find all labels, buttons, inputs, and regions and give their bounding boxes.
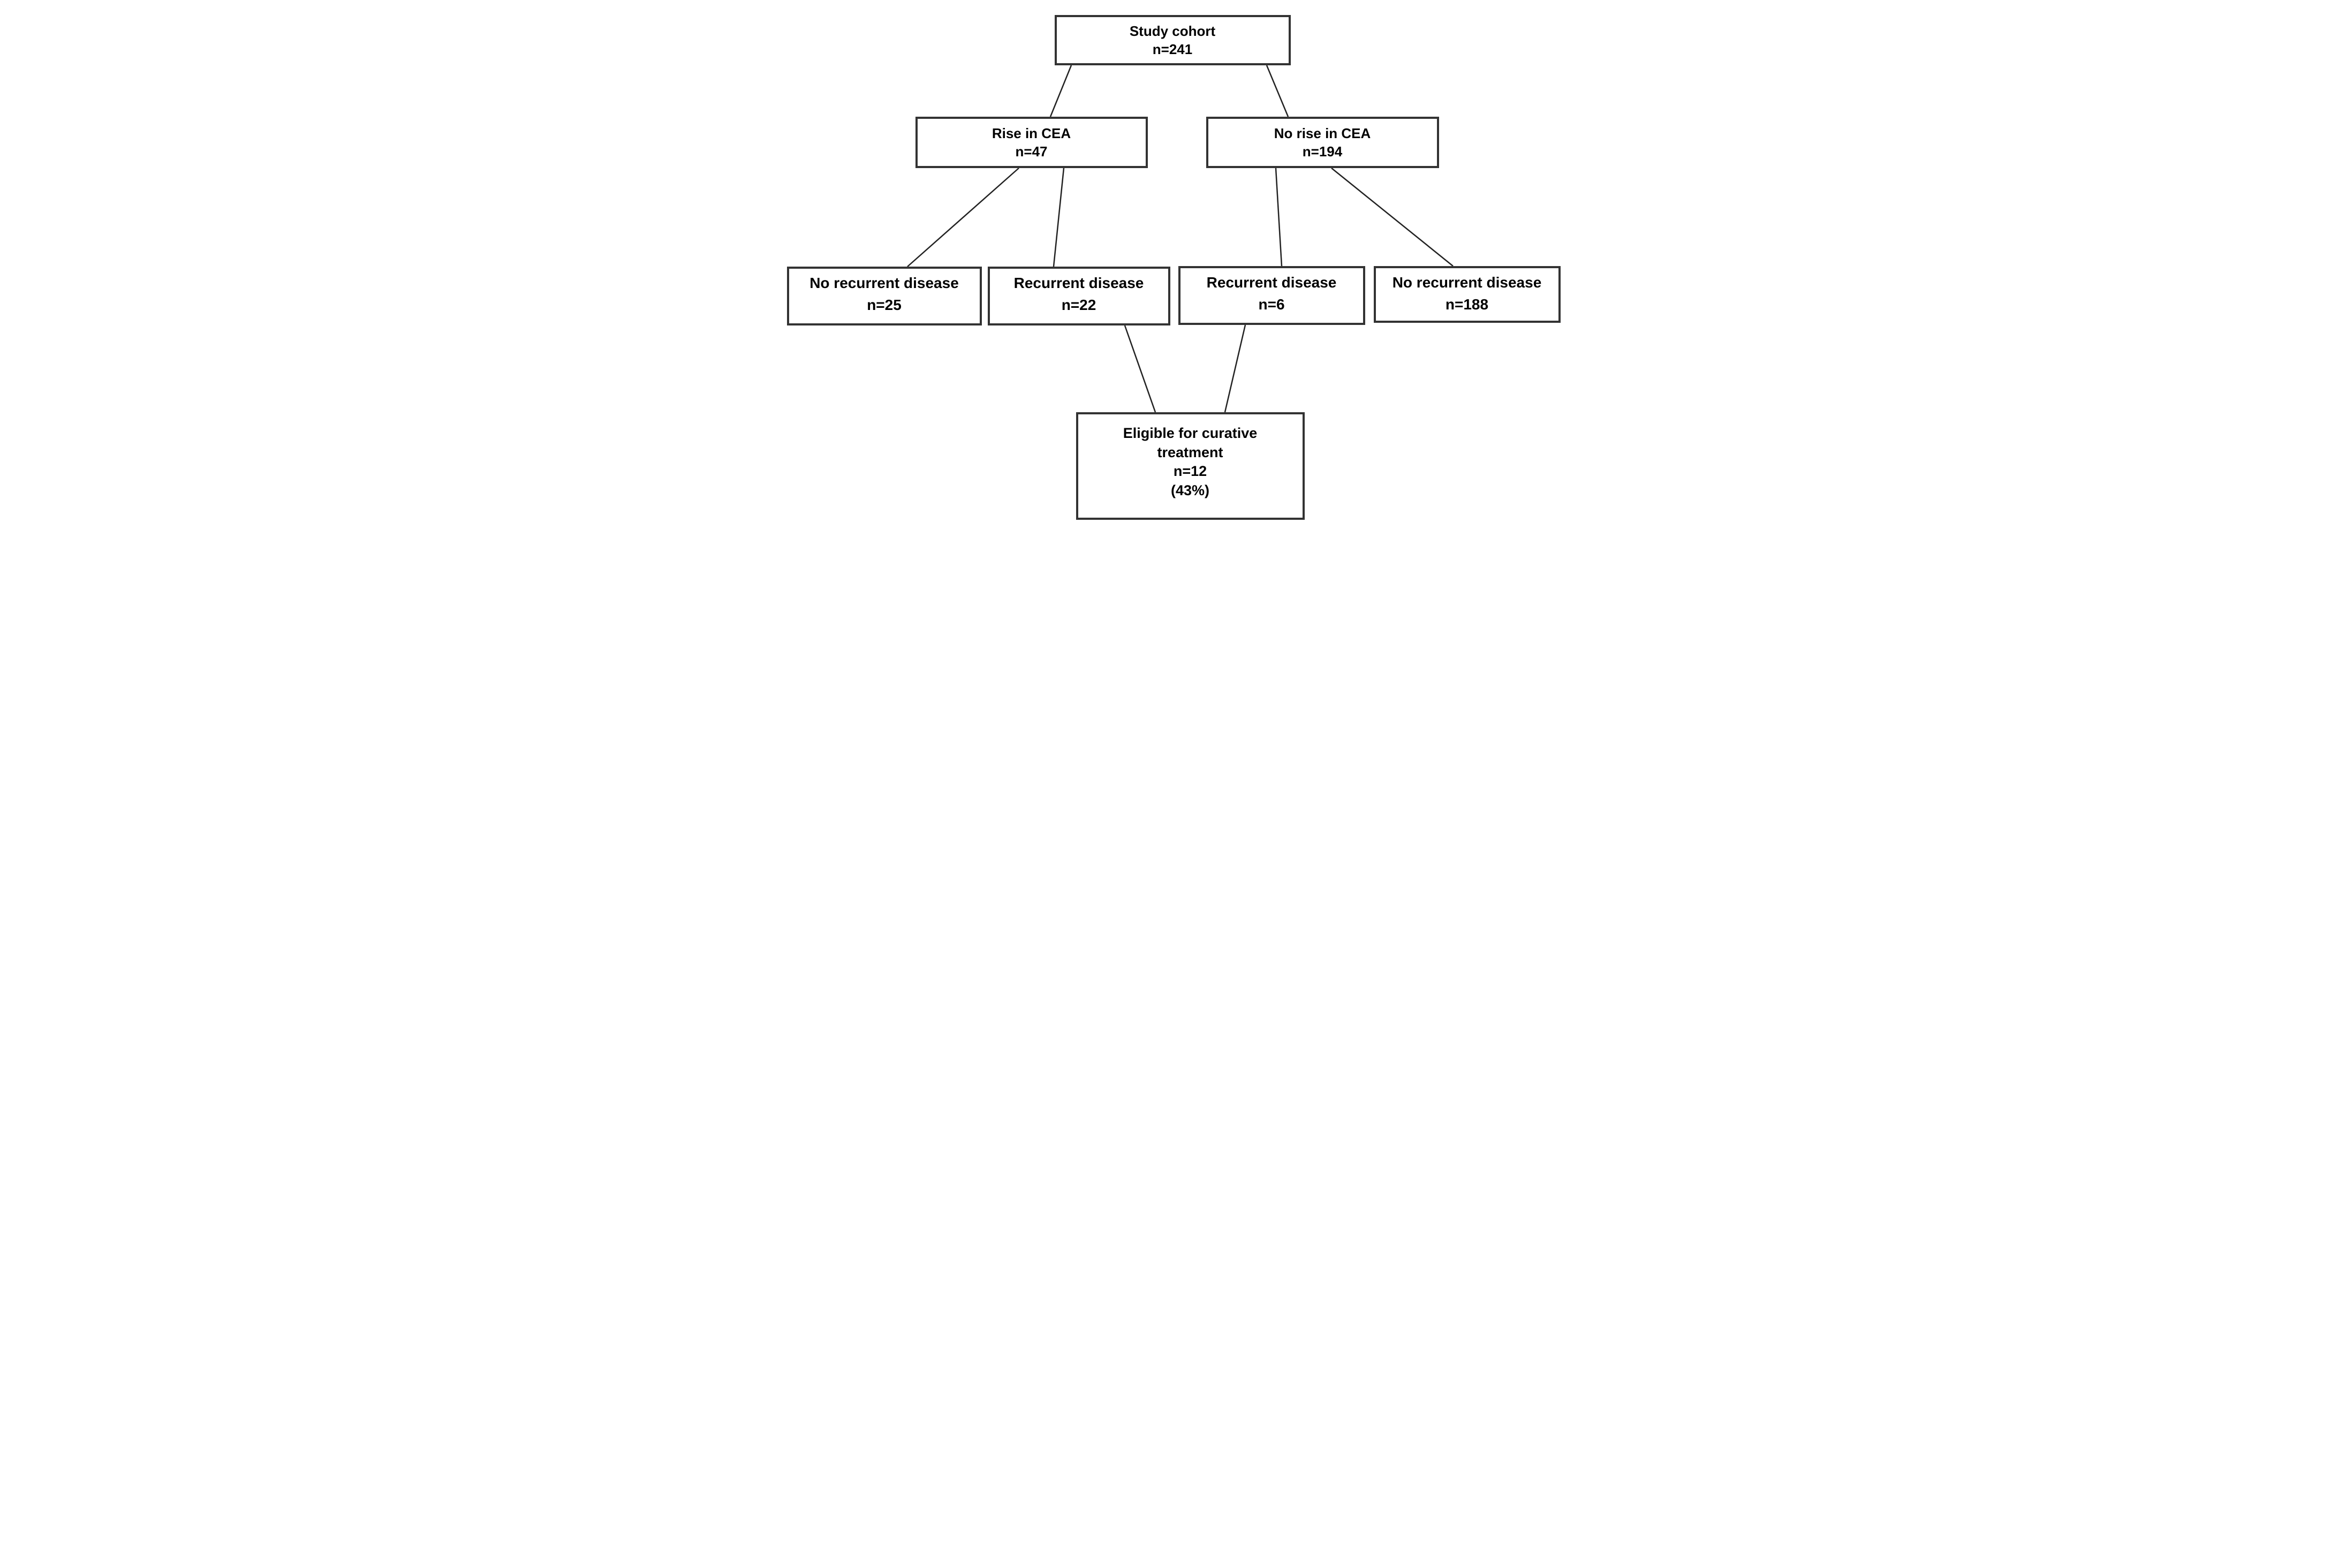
flowchart-canvas: Study cohort n=241 Rise in CEA n=47 No r… bbox=[782, 0, 1564, 522]
edge-rise-to-recurrent-left bbox=[1053, 168, 1064, 267]
edge-study-to-no-rise-cea bbox=[1266, 65, 1289, 117]
node-count: n=47 bbox=[1015, 143, 1048, 160]
edge-rise-to-no-recurrent-left bbox=[906, 168, 1019, 267]
node-eligible-for-curative-treatment: Eligible for curative treatment n=12 (43… bbox=[1076, 412, 1305, 520]
edge-no-rise-to-recurrent-right bbox=[1275, 168, 1282, 267]
edge-no-rise-to-no-recurrent-right bbox=[1330, 168, 1454, 267]
node-label: Recurrent disease bbox=[1013, 275, 1144, 291]
node-label: Rise in CEA bbox=[992, 125, 1071, 141]
node-label-line-2: treatment bbox=[1157, 444, 1223, 460]
node-count: n=194 bbox=[1302, 143, 1343, 160]
edge-recurrent-left-to-eligible bbox=[1124, 325, 1156, 413]
node-count: n=241 bbox=[1152, 41, 1193, 57]
node-no-rise-in-cea: No rise in CEA n=194 bbox=[1206, 117, 1439, 168]
node-count: n=6 bbox=[1258, 296, 1285, 313]
edge-study-to-rise-cea bbox=[1049, 65, 1072, 117]
node-count: n=12 bbox=[1173, 463, 1207, 480]
node-study-cohort: Study cohort n=241 bbox=[1054, 15, 1291, 65]
node-count: n=22 bbox=[1061, 296, 1096, 313]
node-count: n=25 bbox=[867, 296, 902, 313]
node-label: No recurrent disease bbox=[1392, 274, 1542, 291]
node-percent: (43%) bbox=[1170, 482, 1210, 498]
edge-recurrent-right-to-eligible bbox=[1224, 324, 1246, 413]
node-recurrent-disease-22: Recurrent disease n=22 bbox=[987, 267, 1170, 325]
node-rise-in-cea: Rise in CEA n=47 bbox=[915, 117, 1148, 168]
node-label: No rise in CEA bbox=[1274, 125, 1371, 141]
node-no-recurrent-disease-25: No recurrent disease n=25 bbox=[786, 267, 982, 325]
node-label: Study cohort bbox=[1129, 22, 1216, 39]
node-recurrent-disease-6: Recurrent disease n=6 bbox=[1178, 266, 1365, 325]
node-label: No recurrent disease bbox=[809, 275, 959, 291]
node-count: n=188 bbox=[1445, 296, 1489, 313]
node-label-line-1: Eligible for curative bbox=[1123, 425, 1258, 441]
node-label: Recurrent disease bbox=[1206, 274, 1337, 291]
connector-lines bbox=[906, 65, 1454, 413]
node-no-recurrent-disease-188: No recurrent disease n=188 bbox=[1373, 266, 1561, 323]
